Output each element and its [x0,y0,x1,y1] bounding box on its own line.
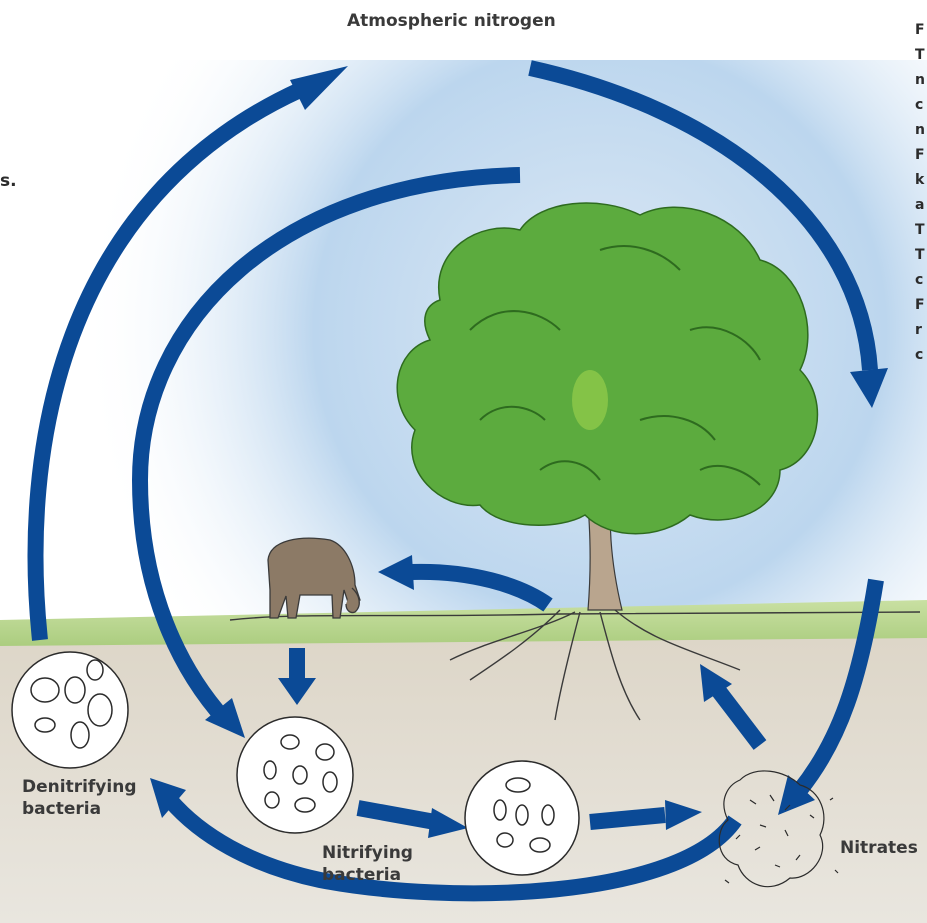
nitrifying-bacteria-icon [237,717,353,833]
denitrifying-label-line1: Denitrifying [22,776,136,798]
denitrifying-label-line2: bacteria [22,798,136,820]
right-fragment: T [915,243,927,268]
right-fragment: c [915,93,927,118]
right-fragment: F [915,18,927,43]
right-fragment: n [915,68,927,93]
right-fragment: c [915,268,927,293]
left-edge-fragment: s. [0,170,17,192]
nitrifying-label-line2: bacteria [322,864,413,886]
right-fragment: n [915,118,927,143]
nitrifying-bacteria-2-icon [465,761,579,875]
atmospheric-nitrogen-label: Atmospheric nitrogen [347,10,556,32]
denitrifying-bacteria-label: Denitrifying bacteria [22,776,136,820]
right-fragment: T [915,218,927,243]
right-fragment: T [915,43,927,68]
nitrifying-label-line1: Nitrifying [322,842,413,864]
nitrifying-bacteria-label: Nitrifying bacteria [322,842,413,886]
right-edge-column: F T n c n F k a T T c F r c [915,18,927,368]
nitrates-label: Nitrates [840,837,918,859]
right-fragment: F [915,143,927,168]
right-fragment: r [915,318,927,343]
right-fragment: k [915,168,927,193]
right-fragment: a [915,193,927,218]
denitrifying-bacteria-icon [12,652,128,768]
arrow-nitrifying-2 [590,815,665,822]
right-fragment: c [915,343,927,368]
right-fragment: F [915,293,927,318]
